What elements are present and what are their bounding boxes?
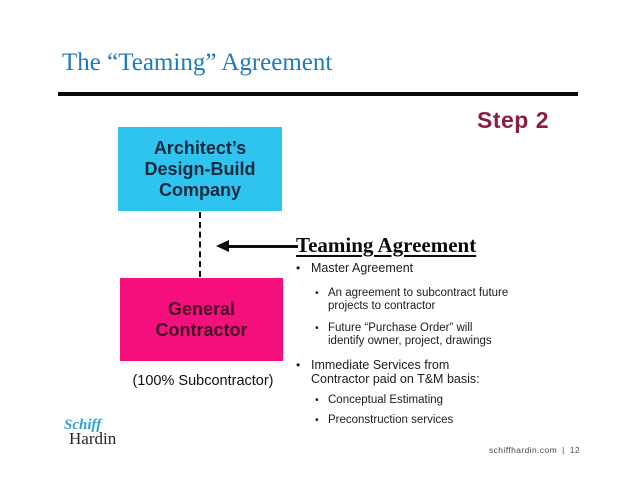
dashed-connector-line	[199, 212, 201, 277]
footer-separator: |	[562, 445, 565, 455]
bullet-marker: •	[315, 394, 319, 406]
footer: schiffhardin.com | 12	[489, 445, 580, 455]
bullet-text: Master Agreement	[311, 261, 414, 275]
bullet-item: • Conceptual Estimating	[315, 394, 556, 407]
contractor-box-label: General Contractor	[155, 298, 248, 340]
bullet-item: • Future “Purchase Order” will identify …	[315, 322, 556, 348]
page-title: The “Teaming” Agreement	[62, 49, 333, 76]
teaming-heading: Teaming Agreement	[296, 233, 477, 257]
architect-box-label: Architect’s Design-Build Company	[144, 137, 256, 200]
bullet-item: • Immediate Services from Contractor pai…	[296, 358, 556, 386]
bullet-marker: •	[315, 414, 319, 426]
bullet-text: Immediate Services from Contractor paid …	[311, 358, 480, 386]
bullet-item: • An agreement to subcontract future pro…	[315, 287, 556, 313]
logo-hardin-text: Hardin	[69, 429, 117, 448]
contractor-box: General Contractor	[120, 278, 283, 361]
bullet-marker: •	[296, 358, 301, 372]
logo-schiff-text: Schiff	[64, 417, 102, 433]
step-badge: Step 2	[477, 107, 550, 133]
bullet-text: An agreement to subcontract future proje…	[328, 287, 509, 312]
bullet-text: Conceptual Estimating	[328, 394, 444, 406]
architect-box: Architect’s Design-Build Company	[118, 127, 282, 211]
bullet-marker: •	[296, 261, 301, 275]
footer-site: schiffhardin.com	[488, 445, 558, 455]
bullet-text: Future “Purchase Order” will identify ow…	[328, 322, 492, 347]
bullet-marker: •	[315, 322, 319, 334]
subcontractor-note: (100% Subcontractor)	[132, 373, 274, 389]
title-divider	[58, 92, 578, 96]
schiff-hardin-logo: Schiff Hardin	[64, 417, 117, 448]
bullet-marker: •	[315, 287, 319, 299]
arrow-left-icon	[216, 240, 229, 252]
bullet-list: • Master Agreement • An agreement to sub…	[296, 261, 556, 427]
arrow-line	[226, 245, 298, 248]
bullet-item: • Preconstruction services	[315, 414, 556, 427]
bullet-text: Preconstruction services	[328, 414, 454, 426]
bullet-item: • Master Agreement	[296, 261, 556, 276]
footer-page-number: 12	[569, 445, 580, 455]
